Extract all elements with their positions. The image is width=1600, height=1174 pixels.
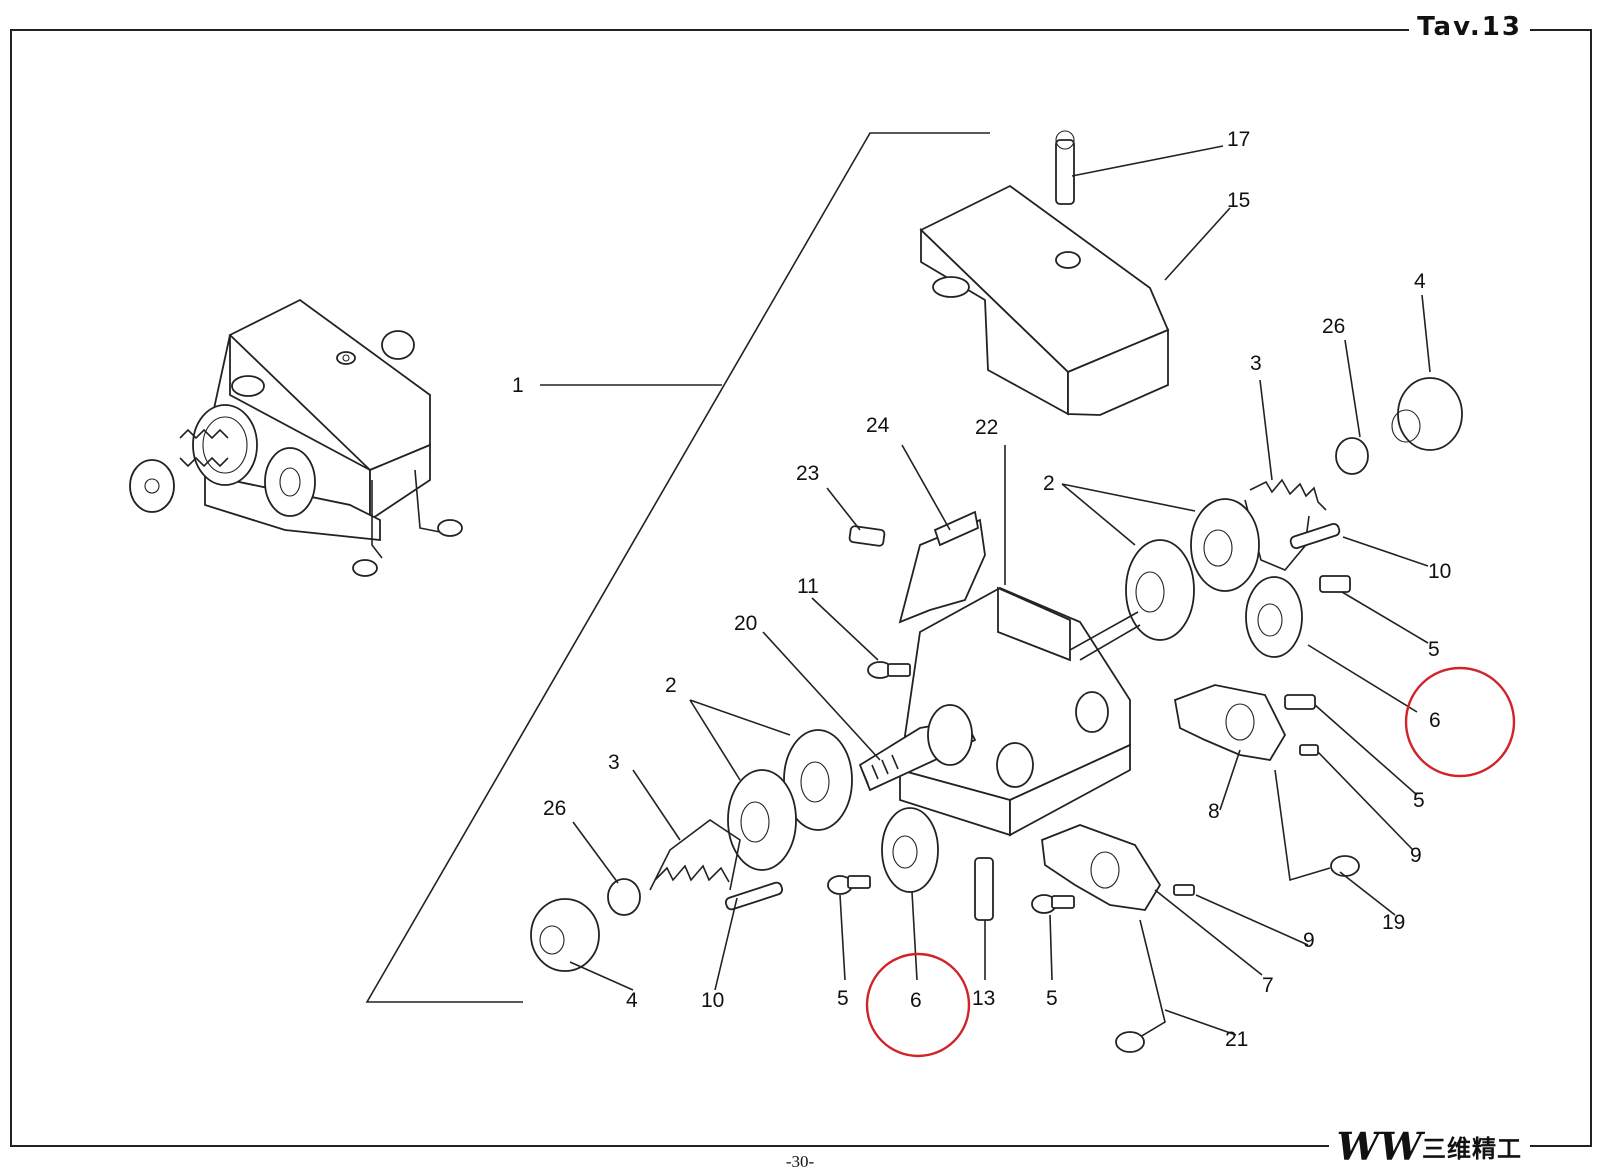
left-parts: [530, 729, 1195, 1053]
callout-5: 5: [1046, 987, 1058, 1010]
left-center-parts: [848, 510, 986, 792]
brand-mark: W: [1336, 1124, 1380, 1169]
callout-10: 10: [701, 989, 724, 1012]
callout-2: 2: [665, 674, 677, 697]
callout-4: 4: [626, 989, 638, 1012]
brand-name: 三维精工: [1422, 1135, 1522, 1163]
callout-10: 10: [1428, 560, 1451, 583]
callout-17: 17: [1227, 128, 1250, 151]
callout-22: 22: [975, 416, 998, 439]
callout-23: 23: [796, 462, 819, 485]
leader-lines: [569, 145, 1431, 1036]
callout-15: 15: [1227, 189, 1250, 212]
highlight-circle-part-6-bottom: [865, 952, 971, 1058]
callout-9: 9: [1410, 844, 1422, 867]
callout-5: 5: [1413, 789, 1425, 812]
callout-24: 24: [866, 414, 890, 437]
callout-21: 21: [1225, 1028, 1248, 1051]
assembly-bracket: [365, 132, 990, 1003]
callout-labels: 1 17 15 4 26 3 24 22 23 2 10 5 11 20 2 6…: [512, 128, 1451, 1051]
sheet-title: Tav.13: [1409, 12, 1530, 42]
callout-3: 3: [608, 751, 620, 774]
page-number: -30-: [785, 1152, 815, 1171]
right-parts: [1125, 377, 1463, 882]
callout-6: 6: [1429, 709, 1441, 732]
callout-20: 20: [734, 612, 757, 635]
cover-part: [919, 130, 1170, 416]
highlight-circle-part-6-right: [1404, 666, 1516, 778]
callout-26: 26: [543, 797, 566, 820]
callout-9: 9: [1303, 929, 1315, 952]
assembled-unit: [129, 298, 463, 577]
callout-13: 13: [972, 987, 995, 1010]
callout-4: 4: [1414, 270, 1426, 293]
drawing-frame: [10, 29, 1592, 1147]
callout-1: 1: [512, 374, 524, 397]
callout-5: 5: [1428, 638, 1440, 661]
callout-6: 6: [910, 989, 922, 1012]
callout-8: 8: [1208, 800, 1220, 823]
callout-2: 2: [1043, 472, 1055, 495]
callout-5: 5: [837, 987, 849, 1010]
callout-11: 11: [797, 575, 819, 598]
callout-26: 26: [1322, 315, 1345, 338]
brand-mark-second: W: [1379, 1124, 1422, 1169]
callout-7: 7: [1262, 974, 1274, 997]
callout-3: 3: [1250, 352, 1262, 375]
callout-19: 19: [1382, 911, 1405, 934]
